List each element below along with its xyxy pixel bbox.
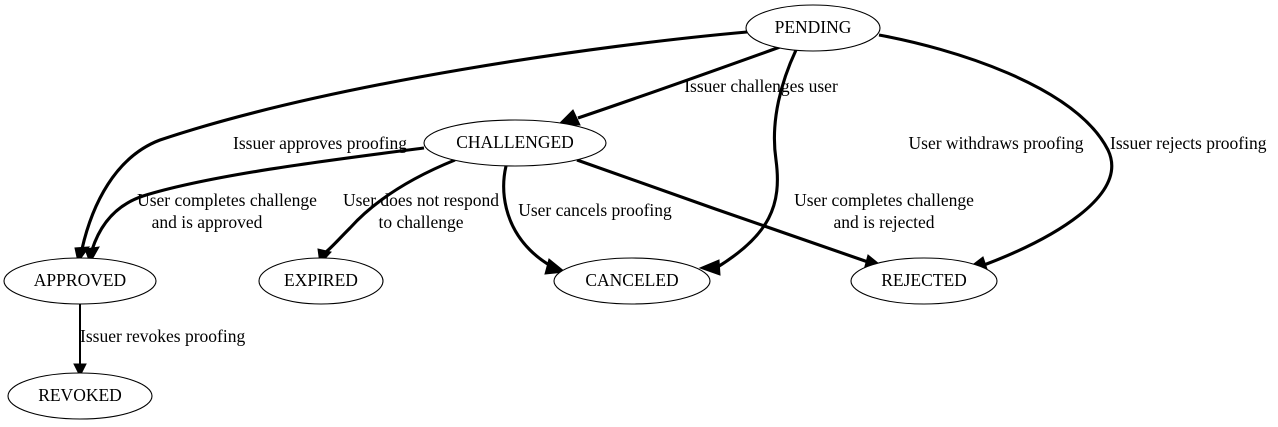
edge-line — [502, 165, 552, 268]
edge-label-challenged-canceled: User cancels proofing — [518, 200, 672, 220]
edge-challenged-canceled[interactable] — [502, 165, 567, 275]
edge-pending-canceled[interactable] — [698, 49, 798, 276]
arrowhead-icon — [84, 246, 100, 265]
node-shape[interactable] — [258, 257, 384, 305]
edge-label-approved-revoked: Issuer revokes proofing — [80, 326, 245, 346]
edge-hit-area[interactable] — [326, 160, 455, 252]
node-shape[interactable] — [3, 257, 157, 305]
edge-line — [577, 45, 781, 120]
edge-line — [90, 146, 425, 251]
edge-challenged-expired[interactable] — [317, 158, 456, 266]
node-canceled[interactable]: CANCELED — [553, 257, 711, 305]
edge-label-pending-canceled: User withdraws proofing — [909, 133, 1084, 153]
edge-hit-area[interactable] — [578, 47, 780, 118]
arrowhead-icon — [73, 363, 87, 378]
edge-hit-area[interactable] — [879, 35, 1112, 265]
edge-label-line-2: and is approved — [152, 212, 263, 232]
edge-pending-challenged[interactable] — [556, 45, 781, 126]
node-shape[interactable] — [850, 257, 998, 305]
edge-pending-rejected[interactable] — [878, 33, 1114, 273]
node-rejected[interactable]: REJECTED — [850, 257, 998, 305]
edge-challenged-approved[interactable] — [84, 146, 425, 265]
node-challenged[interactable]: CHALLENGED — [423, 119, 607, 167]
edges-layer — [73, 30, 1114, 378]
edge-hit-area[interactable] — [577, 160, 868, 262]
edge-label-line-2: to challenge — [378, 212, 463, 232]
edge-line — [715, 49, 798, 270]
arrowhead-icon — [544, 258, 567, 275]
edge-label-pending-rejected: Issuer rejects proofing — [1110, 133, 1267, 153]
edge-hit-area[interactable] — [504, 166, 551, 266]
edge-approved-revoked[interactable] — [73, 304, 87, 378]
edge-hit-area[interactable] — [82, 32, 747, 249]
node-shape[interactable] — [7, 372, 153, 420]
node-shape[interactable] — [745, 4, 881, 52]
node-pending[interactable]: PENDING — [745, 4, 881, 52]
node-expired[interactable]: EXPIRED — [258, 257, 384, 305]
edge-line — [324, 158, 456, 254]
node-shape[interactable] — [423, 119, 607, 167]
edge-line — [878, 33, 1114, 267]
edge-line — [80, 30, 748, 250]
node-approved[interactable]: APPROVED — [3, 257, 157, 305]
edge-label-line-1: User completes challenge — [794, 190, 974, 210]
arrowhead-icon — [698, 259, 721, 276]
node-revoked[interactable]: REVOKED — [7, 372, 153, 420]
edge-label-line-2: and is rejected — [833, 212, 934, 232]
edge-label-challenged-rejected: User completes challenge and is rejected — [794, 190, 974, 232]
edge-line — [576, 158, 869, 264]
node-shape[interactable] — [553, 257, 711, 305]
